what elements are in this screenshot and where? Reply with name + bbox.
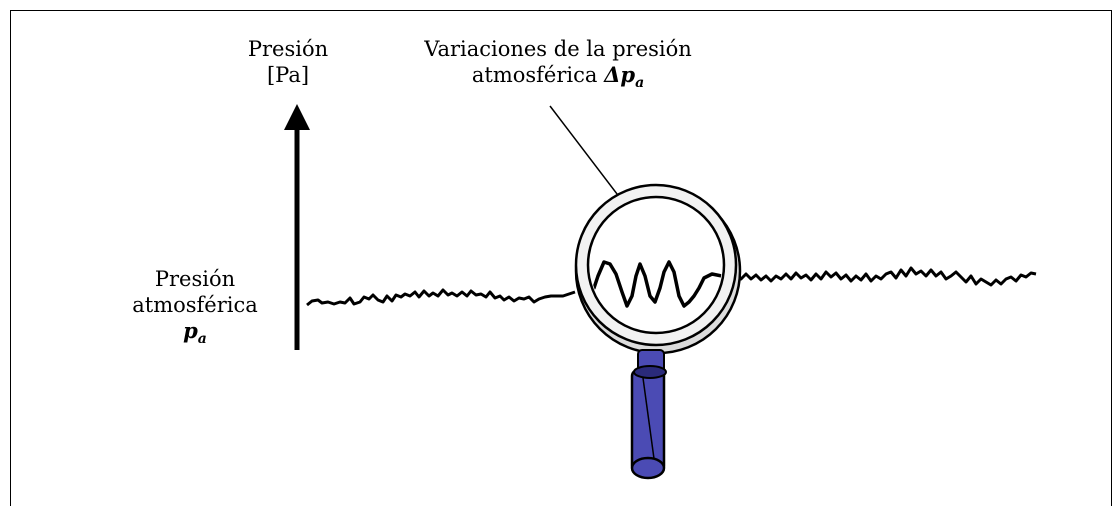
pressure-axis-label: Presión [Pa] (228, 36, 348, 88)
figure-frame (10, 10, 1112, 506)
pressure-signal-right (704, 266, 1037, 287)
axis-label-line2: [Pa] (266, 63, 310, 87)
magnifying-glass-icon (574, 183, 742, 480)
magnified-signal (590, 260, 722, 308)
p-symbol: p (620, 62, 636, 87)
arrow-up-icon (284, 104, 310, 350)
atmospheric-pressure-label: Presión atmosférica pa (130, 266, 260, 352)
annotation-line2-text: atmosférica (471, 63, 598, 87)
baseline-line1: Presión (154, 267, 236, 291)
baseline-p-subscript: a (197, 331, 207, 348)
axis-label-line1: Presión (247, 37, 329, 61)
variation-annotation: Variaciones de la presión atmosférica Δp… (388, 36, 728, 96)
baseline-p-symbol: p (183, 318, 198, 343)
delta-pa-symbol: Δpa (604, 62, 644, 91)
pa-symbol: pa (130, 318, 260, 352)
delta-symbol: Δ (604, 62, 621, 87)
p-subscript: a (635, 75, 645, 92)
annotation-line2: atmosférica Δpa (388, 62, 728, 96)
pressure-signal-left (306, 288, 576, 307)
baseline-line2: atmosférica (132, 293, 258, 317)
magnifier-handle (630, 349, 667, 480)
annotation-line1: Variaciones de la presión (424, 37, 692, 61)
